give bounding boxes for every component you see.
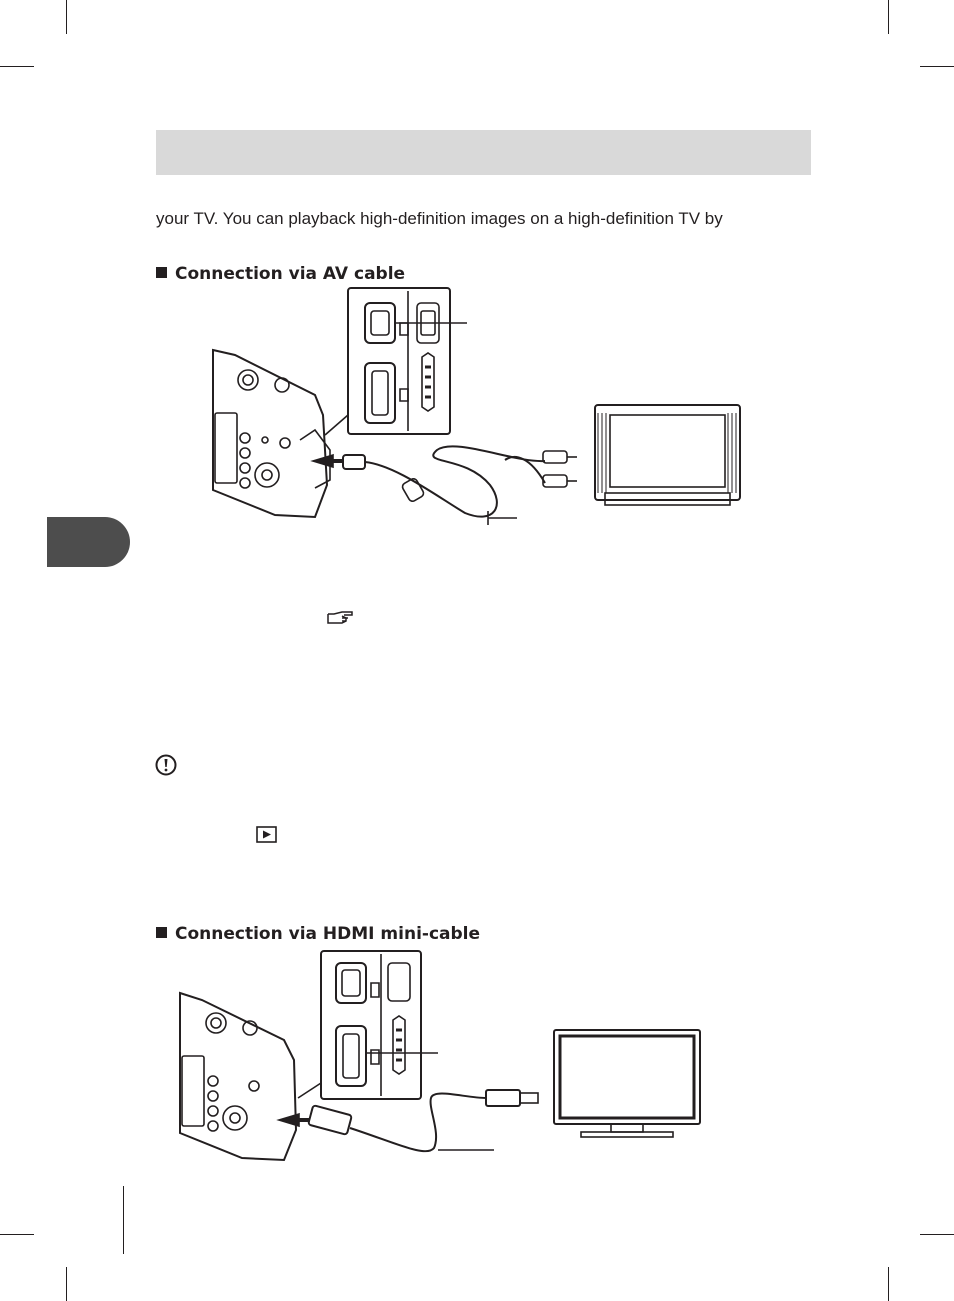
square-bullet-icon bbox=[156, 267, 167, 278]
crop-mark bbox=[0, 1234, 34, 1235]
intro-text: your TV. You can playback high-definitio… bbox=[156, 209, 723, 228]
gutter-line bbox=[123, 1186, 124, 1254]
rca-plug-white bbox=[542, 474, 568, 488]
caution-exclamation-icon bbox=[155, 754, 177, 776]
crop-mark bbox=[920, 66, 954, 67]
crop-mark bbox=[0, 66, 34, 67]
hdmi-plug bbox=[485, 1089, 521, 1107]
tv-set bbox=[594, 404, 741, 501]
hdmi-port bbox=[364, 362, 396, 424]
port-detail-box bbox=[347, 287, 451, 435]
chapter-side-tab bbox=[47, 517, 130, 567]
av-cable bbox=[364, 445, 546, 518]
crop-mark bbox=[920, 1234, 954, 1235]
crop-mark bbox=[888, 0, 889, 34]
tv-set bbox=[553, 1029, 701, 1125]
hdmi-cable bbox=[349, 1092, 487, 1153]
reference-hand-icon bbox=[327, 611, 353, 624]
crop-mark bbox=[66, 1267, 67, 1301]
section-heading-av: Connection via AV cable bbox=[156, 264, 405, 284]
page-header-band bbox=[156, 130, 811, 175]
rca-plug-yellow bbox=[542, 450, 568, 464]
hdmi-port bbox=[335, 1025, 367, 1087]
port-detail-box bbox=[320, 950, 422, 1100]
av-cable-illustration bbox=[212, 287, 741, 525]
camera-body bbox=[179, 991, 298, 1162]
multi-connector-port bbox=[364, 302, 396, 344]
camera-body bbox=[212, 348, 329, 519]
crop-mark bbox=[66, 0, 67, 34]
section-heading-hdmi: Connection via HDMI mini-cable bbox=[156, 924, 480, 944]
section-heading-av-label: Connection via AV cable bbox=[175, 264, 406, 284]
crop-mark bbox=[888, 1267, 889, 1301]
multi-connector-port bbox=[335, 962, 367, 1004]
playback-button-icon bbox=[256, 826, 277, 843]
square-bullet-icon bbox=[156, 927, 167, 938]
section-heading-hdmi-label: Connection via HDMI mini-cable bbox=[175, 924, 481, 944]
hdmi-cable-illustration bbox=[179, 950, 701, 1162]
